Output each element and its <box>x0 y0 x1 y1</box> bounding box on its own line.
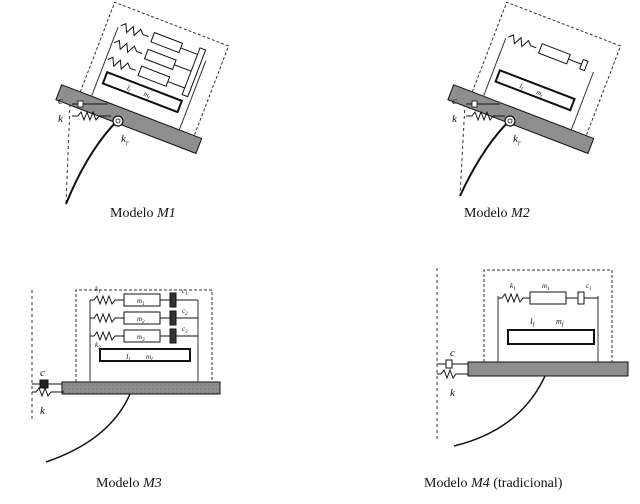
m3-label-m3: m3 <box>137 333 145 343</box>
m3-label-c3: c3 <box>182 325 188 335</box>
caption-prefix: Modelo <box>110 206 158 221</box>
m1-rotational-spring <box>112 115 124 127</box>
caption-model-m4: Modelo M4 (tradicional) <box>424 476 562 492</box>
m4-spring-k <box>437 368 468 380</box>
m2-rigid-mass <box>494 69 576 112</box>
m1-spring-k1 <box>120 22 149 38</box>
m3-label-m2: m2 <box>137 315 145 325</box>
m1-tank-inner <box>91 26 207 131</box>
m1-base-plate <box>55 84 203 155</box>
m3-tank-outline <box>75 289 213 382</box>
m3-label-mf: mf <box>146 353 153 363</box>
caption-prefix: Modelo <box>424 476 472 491</box>
m1-beam <box>65 119 119 205</box>
model-m2: If mf c k kr <box>447 1 622 197</box>
caption-model-name: M2 <box>511 206 530 221</box>
m4-label-m1: m1 <box>542 282 550 292</box>
m2-label-kr: kr <box>513 133 521 147</box>
caption-model-name: M3 <box>143 476 162 491</box>
m1-mass-m2 <box>143 48 177 71</box>
m4-damper-c1 <box>577 291 585 305</box>
m4-beam <box>453 375 546 447</box>
m2-base-plate <box>447 84 595 155</box>
caption-model-name: M4 <box>471 476 490 491</box>
m1-damper-c1 <box>180 47 198 55</box>
caption-suffix: (tradicional) <box>489 476 563 491</box>
m3-beam <box>45 393 131 463</box>
m3-damper-c2 <box>169 310 177 326</box>
m3-label-c2: c2 <box>182 307 188 317</box>
m2-spring-k <box>466 110 505 122</box>
m2-rotational-spring <box>504 115 516 127</box>
m3-label-If: If <box>125 353 130 363</box>
caption-model-m2: Modelo M2 <box>464 206 530 222</box>
m1-ground-line <box>65 103 71 205</box>
caption-prefix: Modelo <box>464 206 512 221</box>
model-m4: k1 m1 c1 If mf c k <box>436 268 629 447</box>
m2-label-If: If <box>517 81 526 92</box>
m3-spring-k3 <box>90 330 124 342</box>
m1-label-If: If <box>124 83 133 94</box>
model-m1: If mf c k kr <box>55 1 230 205</box>
m1-label-k: k <box>58 113 64 125</box>
caption-model-name: M1 <box>157 206 176 221</box>
caption-model-m3: Modelo M3 <box>96 476 162 492</box>
m3-damper-c1 <box>169 292 177 308</box>
m2-tank-inner <box>483 38 594 131</box>
m3-label-c1: c1 <box>182 287 188 297</box>
model-m3: k1 k2 m1 m2 m3 c1 c2 c3 If mf c k <box>31 285 221 463</box>
m3-label-k: k <box>40 405 46 417</box>
m4-mass-m1 <box>529 291 567 305</box>
m2-label-k: k <box>452 113 458 125</box>
m1-label-mf: mf <box>142 90 152 102</box>
m4-label-k1: k1 <box>510 282 516 292</box>
m1-mass-m3 <box>137 65 171 87</box>
m4-rigid-mass <box>507 329 595 345</box>
m2-label-c: c <box>452 95 457 107</box>
m1-mass-m1 <box>150 31 184 54</box>
m4-tank-inner <box>497 296 599 362</box>
m2-mass-m1 <box>537 43 571 65</box>
m4-label-If: If <box>529 317 536 328</box>
m3-rigid-mass <box>99 348 191 362</box>
m4-spring-k1 <box>498 292 530 304</box>
m3-spring-k1 <box>90 294 124 306</box>
m4-label-c: c <box>450 347 455 359</box>
m1-label-kr: kr <box>121 133 129 147</box>
caption-model-m1: Modelo M1 <box>110 206 176 222</box>
m1-tank-outline <box>79 1 230 136</box>
m2-beam <box>459 119 511 197</box>
m4-label-mf: mf <box>556 317 565 328</box>
m3-spring-k <box>32 386 64 398</box>
m2-spring-k1 <box>508 34 537 49</box>
m1-rigid-mass <box>101 70 184 114</box>
caption-prefix: Modelo <box>96 476 144 491</box>
m3-tank-inner <box>89 300 199 382</box>
m2-label-mf: mf <box>534 88 544 100</box>
m1-spring-k2 <box>113 39 143 54</box>
m4-label-k: k <box>450 387 456 399</box>
m2-ground-line <box>459 103 466 197</box>
m1-spring-k <box>72 110 111 122</box>
m1-label-c: c <box>58 95 63 107</box>
m1-damper-c3 <box>167 81 185 89</box>
m4-tank-outline <box>483 269 613 362</box>
m3-label-m1: m1 <box>137 297 145 307</box>
m4-base-plate <box>467 361 629 377</box>
m3-label-k1: k1 <box>95 285 101 295</box>
m3-damper-c3 <box>169 328 177 344</box>
m3-label-k2: k2 <box>95 341 101 351</box>
m3-spring-k2 <box>90 312 124 324</box>
m3-base-plate <box>61 381 221 395</box>
m1-damper-block <box>181 47 207 98</box>
m4-label-c1: c1 <box>586 282 592 292</box>
m3-label-c: c <box>40 367 45 379</box>
m1-damper-c2 <box>174 64 192 72</box>
m1-spring-k3 <box>107 56 136 71</box>
